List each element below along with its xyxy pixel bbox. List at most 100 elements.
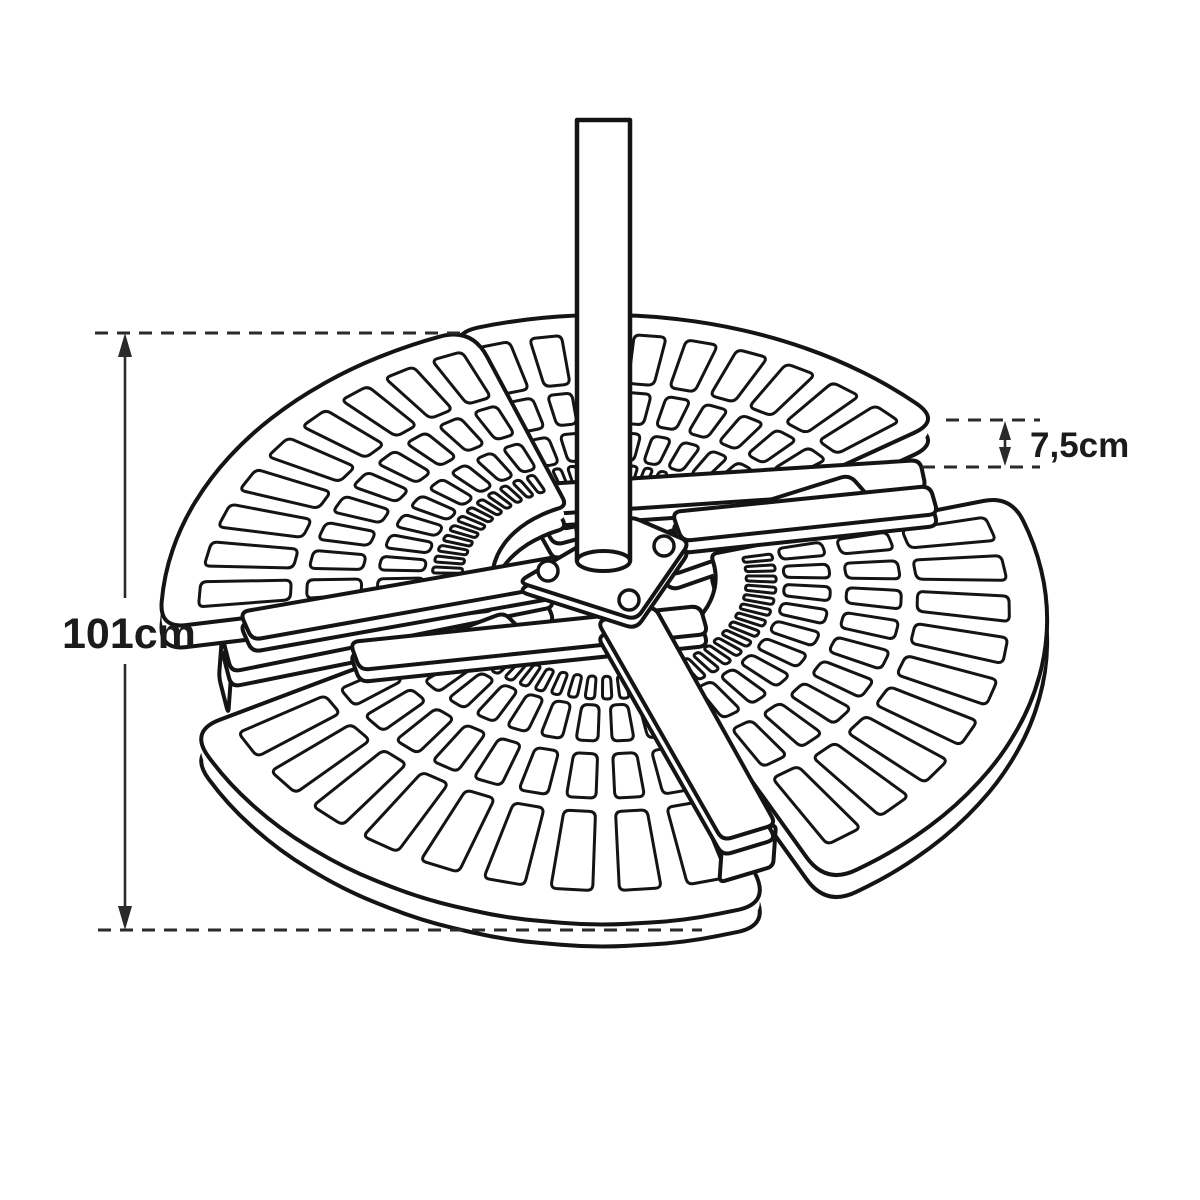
plate-slot (342, 386, 416, 437)
plate-slat (741, 552, 775, 564)
plate-slat (712, 636, 743, 657)
plate-slot (839, 611, 900, 640)
plate-slot (529, 334, 571, 388)
plate-slot (476, 684, 518, 722)
plate-slot (565, 751, 599, 800)
plate-slot (786, 382, 859, 434)
plate-slot (812, 660, 874, 698)
parasol-pole (574, 117, 633, 564)
plate-slot (778, 601, 829, 625)
plate-slot (773, 766, 860, 845)
plate-slot (474, 405, 514, 441)
plate-slot (547, 392, 578, 427)
plate-slot (421, 789, 495, 873)
plate-slot (912, 554, 1008, 582)
plate-slot (769, 620, 820, 647)
plate-slot (483, 802, 545, 886)
plate-slot (843, 559, 902, 581)
plate-slat (487, 491, 513, 510)
plate-slot (318, 521, 376, 547)
plate-slat (728, 620, 761, 638)
plate-slot (749, 363, 815, 416)
plate-slat (431, 565, 465, 575)
plate-slat (448, 524, 480, 539)
plate-slot (688, 403, 728, 439)
plate-slot (433, 724, 486, 772)
plate-slot (448, 672, 494, 709)
plate-slat (456, 515, 487, 531)
plate-slot (353, 472, 408, 503)
plate-slot (747, 429, 796, 464)
plate-slot (876, 686, 977, 746)
plate-slot (378, 450, 430, 483)
plate-slat (550, 670, 569, 697)
arrowhead-down-icon (118, 906, 132, 930)
plate-slot (844, 586, 903, 610)
plate-slot (439, 417, 484, 452)
plate-slat (734, 611, 767, 628)
plate-slot (732, 720, 786, 767)
plate-slot (411, 495, 457, 521)
bolt-hole (617, 588, 641, 612)
plate-slot (303, 409, 383, 458)
plate-slot (203, 540, 299, 570)
plate-slot (540, 699, 572, 740)
plate-slot (656, 395, 690, 431)
plate-slot (313, 750, 406, 825)
plate-slat (476, 498, 503, 517)
plate-slat (512, 478, 534, 499)
thickness-arrow-up-icon (999, 421, 1011, 440)
plate-slot (240, 468, 331, 509)
plate-slot (609, 702, 635, 743)
plate-slot (429, 478, 473, 506)
plate-slot (268, 437, 355, 482)
plate-slot (669, 339, 718, 393)
thickness-dimension-label: 7,5cm (1030, 426, 1129, 465)
plate-slat (601, 674, 614, 701)
plate-slot (271, 724, 370, 793)
plate-slat (743, 563, 777, 574)
plate-slot (476, 452, 513, 482)
plate-slat (437, 544, 470, 557)
plate-slat (744, 574, 778, 584)
weight-plate-top (159, 332, 567, 628)
arrowhead-up-icon (118, 333, 132, 357)
plate-slot (813, 742, 908, 816)
plate-slot (474, 737, 521, 786)
plate-slot (218, 503, 312, 539)
plate-slot (611, 751, 646, 800)
plate-slot (239, 695, 340, 757)
plate-slot (643, 435, 671, 466)
plate-slot (395, 513, 443, 537)
plate-slot (668, 441, 700, 472)
plate-slot (777, 541, 826, 561)
plate-slot (710, 349, 767, 403)
plate-slot (782, 583, 832, 602)
plate-slot (828, 636, 890, 670)
plate-slot (757, 637, 807, 668)
plate-slot (308, 549, 367, 571)
plate-slot (385, 366, 452, 419)
plate-slat (465, 506, 494, 524)
plate-slat (499, 484, 523, 504)
plate-slot (518, 746, 560, 796)
plate-slat (742, 593, 776, 606)
plate-slot (396, 708, 454, 754)
plate-slot (790, 682, 851, 724)
height-dimension-label: 101cm (62, 610, 196, 658)
plate-slat (738, 602, 772, 617)
plate-slat (744, 583, 778, 595)
plate-slot (763, 702, 822, 747)
plate-slot (503, 442, 536, 474)
plate-slat (433, 554, 466, 566)
plate-slot (432, 351, 491, 405)
plate-slat (692, 651, 720, 674)
plate-slat (525, 474, 546, 495)
plate-slot (575, 703, 601, 743)
plate-slot (378, 555, 428, 573)
plate-slot (910, 622, 1009, 665)
plate-slat (534, 667, 555, 693)
plate-slot (550, 808, 597, 892)
thickness-dimension: 7,5cm (922, 418, 1129, 469)
